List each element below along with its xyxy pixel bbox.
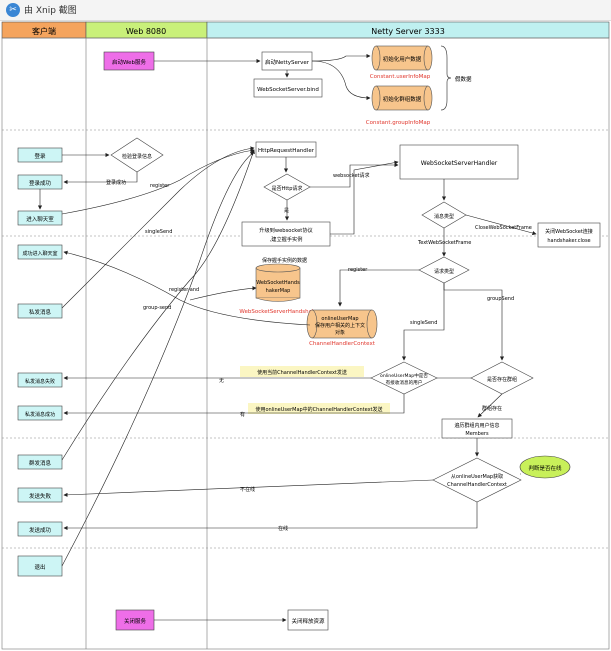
handshaker-line-1: WebSocketHands <box>256 280 300 286</box>
startup-connectors <box>154 53 371 101</box>
group-exist-yes-label: 群组存在 <box>482 405 502 412</box>
lane-title-netty: Netty Server 3333 <box>371 27 445 36</box>
ws-server-handler-label: WebSocketServerHandler <box>421 160 498 167</box>
upgrade-line-1: 升级到websocket协议 <box>259 226 313 234</box>
window-title: 由 Xnip 截图 <box>24 6 77 16</box>
check-login-label: 检验登录信息 <box>122 153 152 160</box>
send-fail-node <box>17 487 63 503</box>
xnip-logo-icon: ✂ <box>6 3 20 17</box>
handshaker-line-2: hakerMap <box>266 288 291 294</box>
ws-server-handler-node <box>399 144 519 180</box>
close-connection-node <box>537 222 601 248</box>
flow-diagram: 客户端 Web 8080 Netty Server 3333 启动Web服务 启… <box>1 21 610 650</box>
start-web-label: 启动Web服务 <box>112 58 146 66</box>
has-edge-label: 有 <box>240 411 245 418</box>
const-user-label: Constant.userInfoMap <box>370 74 431 80</box>
exit-connector <box>61 151 255 567</box>
private-ok-node <box>17 405 63 421</box>
ws-request-edge-label: websocket请求 <box>333 172 370 179</box>
private-msg-label: 私发消息 <box>29 308 52 316</box>
init-user-data-label: 初始化用户数据 <box>383 55 422 63</box>
register-and-label: register-and <box>169 287 199 293</box>
online-get-decision <box>432 457 522 503</box>
private-fail-node <box>17 372 63 388</box>
handshaker-label: WebSocketServerHandshaker <box>239 309 321 315</box>
no-edge-label: 无 <box>219 378 224 384</box>
private-msg-button[interactable] <box>17 303 63 319</box>
ws-server-bind-node <box>253 78 323 98</box>
close-frame-edge-label: CloseWebSocketFrame <box>475 225 532 231</box>
send-ok-node <box>17 521 63 537</box>
stop-service-label: 关闭服务 <box>124 617 147 625</box>
release-resource-label: 关闭释放资源 <box>291 617 325 625</box>
online-edge-label: 在线 <box>278 525 288 532</box>
handshaker-map-cylinder <box>255 263 301 302</box>
register-edge-label: register <box>150 183 170 189</box>
msg-type-label: 消息类型 <box>434 213 454 220</box>
online-map-line-2: 保存用户相关的上下文 <box>315 322 365 329</box>
login-ok-edge-label: 登录成功 <box>106 179 126 186</box>
single-send2-label: singleSend <box>410 320 437 326</box>
login-success-label: 登录成功 <box>29 179 52 187</box>
group-connectors <box>61 149 521 531</box>
lane-title-web: Web 8080 <box>126 27 166 36</box>
judge-online-node <box>519 455 571 479</box>
traverse-line-1: 遍历群组内用户信息 <box>454 422 499 429</box>
ws-server-bind-label: WebSocketServer.bind <box>257 87 319 93</box>
http-request-handler-label: HttpRequestHandler <box>258 148 315 154</box>
success-enter-label: 成功进入聊天室 <box>22 250 57 257</box>
private-ok-label: 私发消息成功 <box>25 411 55 418</box>
lane-title-client: 客户端 <box>32 26 56 36</box>
fake-data-brace <box>440 45 452 111</box>
close-box-line-2: handshaker.close <box>547 238 590 244</box>
enter-chat-label: 进入聊天室 <box>26 215 54 223</box>
login-connectors <box>37 148 537 257</box>
const-group-label: Constant.groupInfoMap <box>366 120 431 126</box>
note-no-bg <box>240 366 364 377</box>
online-get-line-2: ChannelHandlerContext <box>447 482 507 488</box>
is-http-label: 是否Http请求 <box>272 185 303 192</box>
success-enter-node <box>17 244 63 260</box>
release-resource-node <box>287 609 329 631</box>
start-netty-label: 启动NettyServer <box>265 58 310 66</box>
send-ok-label: 发送成功 <box>29 526 52 534</box>
private-fail-label: 私发消息失败 <box>25 378 55 385</box>
init-group-data-cylinder <box>371 85 433 111</box>
online-map-line-3: 对象 <box>335 329 345 336</box>
init-group-data-label: 初始化群组数据 <box>383 95 422 103</box>
fake-data-label: 假数据 <box>455 75 472 83</box>
group-exist-label: 是否存在群组 <box>487 376 517 383</box>
upgrade-websocket-node <box>241 221 331 247</box>
close-box-line-1: 关闭WebSocket连接 <box>545 228 593 235</box>
note-has-bg <box>248 403 390 414</box>
group-send2-label: groupSend <box>487 296 514 302</box>
window-titlebar: ✂ 由 Xnip 截图 <box>0 0 611 21</box>
req-type-label: 请求类型 <box>434 268 454 275</box>
online-map-line-1: onlineUserMap <box>321 316 358 322</box>
swimlane-frame <box>1 37 610 650</box>
exit-label: 退出 <box>34 563 45 571</box>
traverse-line-2: Members <box>465 431 489 437</box>
online-check-line-1: onlineUserMap中是否 <box>380 372 428 379</box>
init-user-data-cylinder <box>371 45 433 71</box>
single-send-edge-label: singleSend <box>145 229 172 235</box>
send-fail-label: 发送失败 <box>29 492 52 500</box>
not-online-edge-label: 不在线 <box>240 486 255 493</box>
note-no-label: 使用当前ChannelHandlerContext发送 <box>257 369 347 376</box>
channel-ctx-label: ChannelHandlerContext <box>309 341 376 347</box>
judge-online-label: 判断是否在线 <box>528 464 562 472</box>
group-msg-button[interactable] <box>17 454 63 470</box>
online-user-map-cylinder <box>306 309 378 339</box>
chat-connectors <box>61 146 505 457</box>
group-msg-label: 群发消息 <box>29 459 52 467</box>
upgrade-line-2: ,建立握手实例 <box>270 235 303 243</box>
group-send-edge-label: group-send <box>143 305 171 311</box>
enter-chat-node <box>17 210 63 226</box>
yes-edge-label: 是 <box>284 208 289 214</box>
login-label: 登录 <box>34 152 46 160</box>
online-get-line-1: 从onlineUserMap获取 <box>451 473 503 480</box>
save-instance-label: 保存握手实例的数据 <box>262 257 307 264</box>
online-check-line-2: 有接收消息的用户 <box>386 379 423 386</box>
note-has-label: 使用onlineUserMap中的ChannelHandlerContext发送 <box>255 406 382 413</box>
